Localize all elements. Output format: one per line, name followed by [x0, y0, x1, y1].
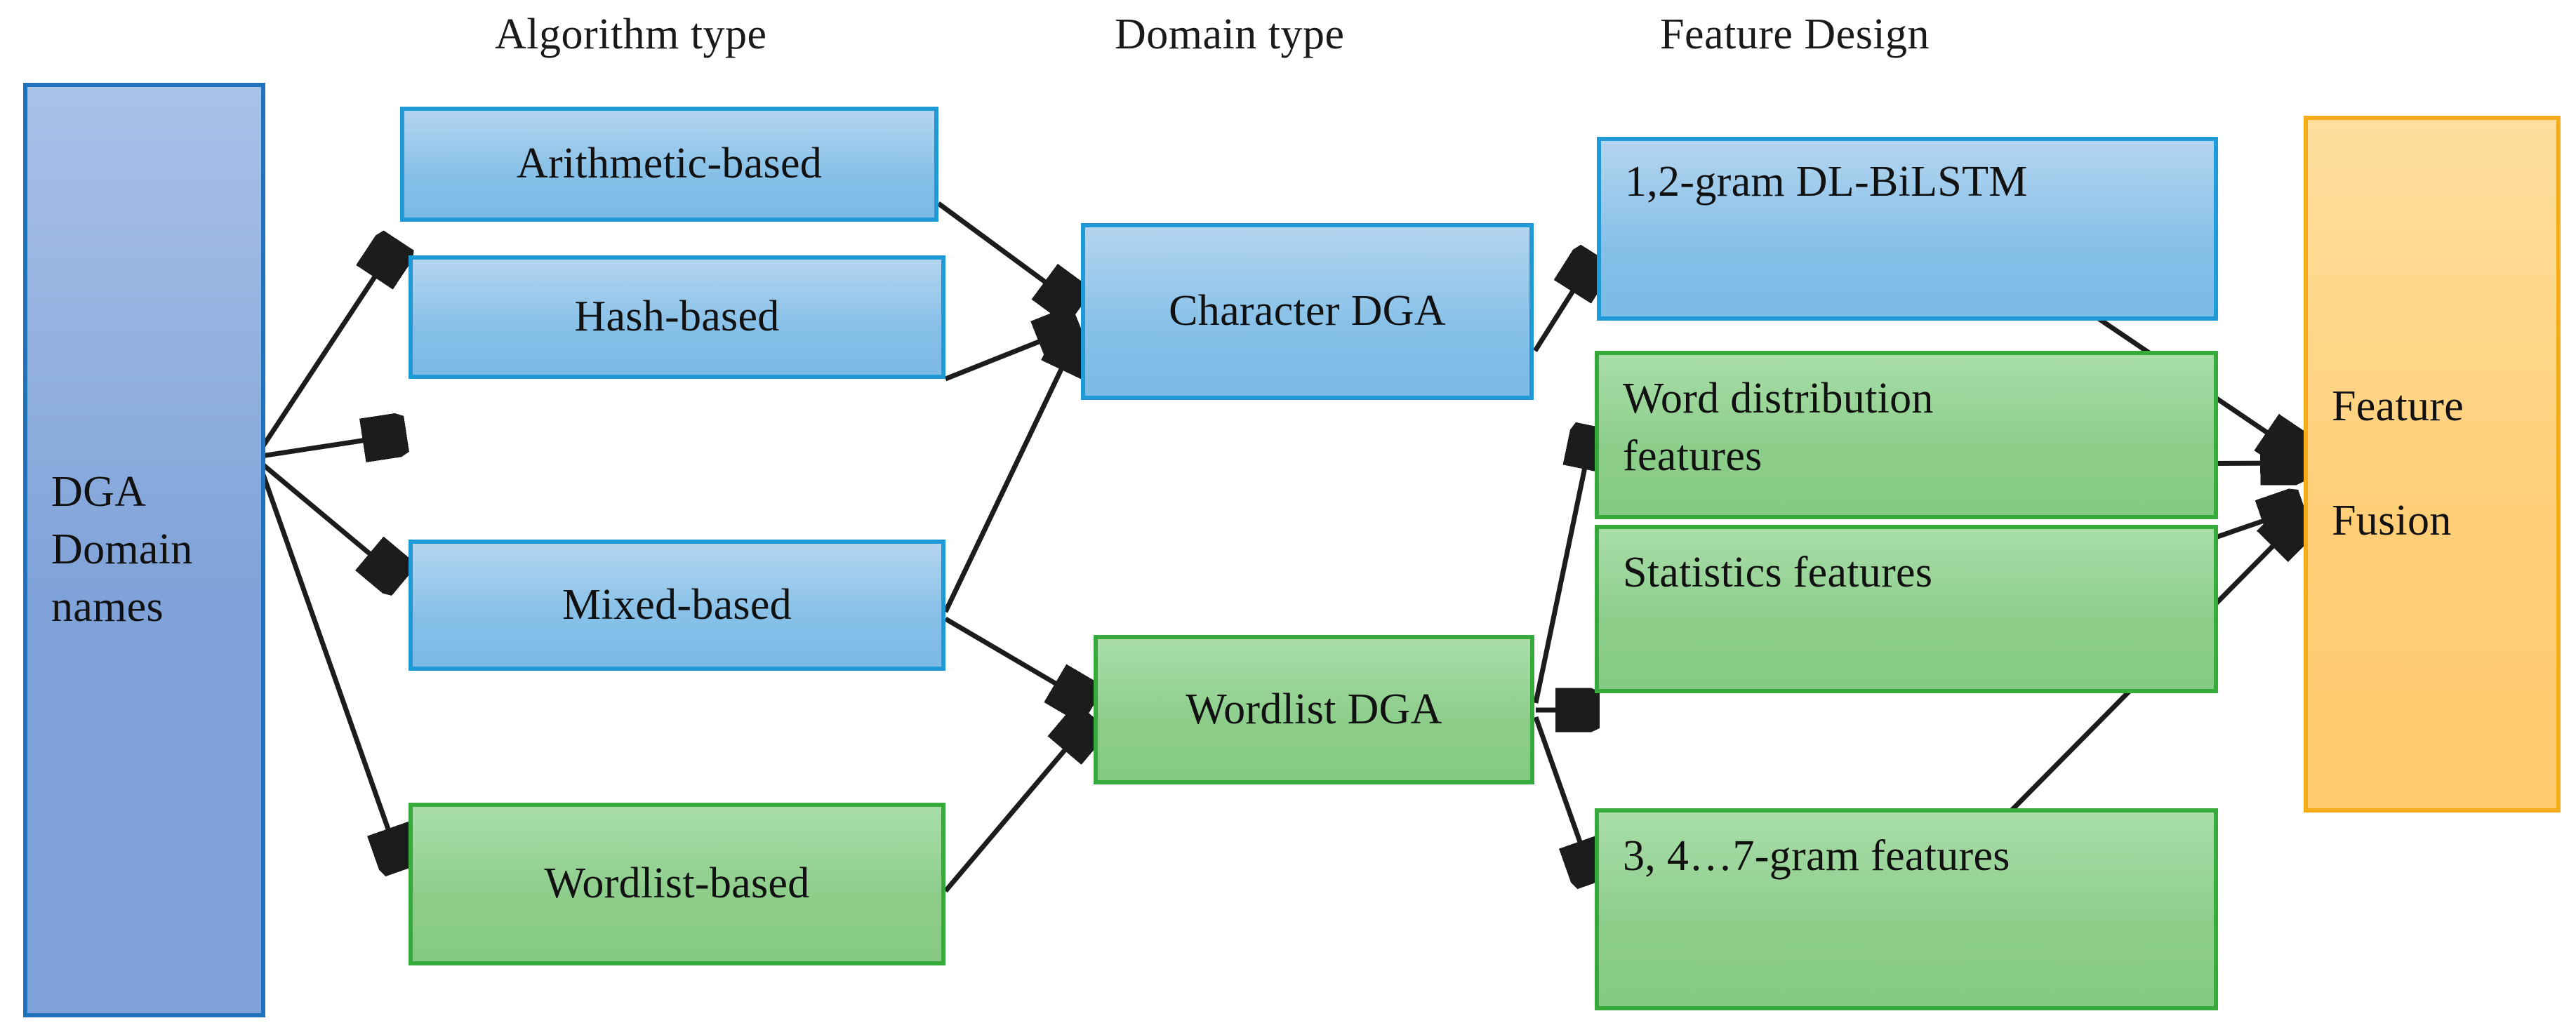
edge-dga-to-mixed — [259, 461, 397, 577]
node-statistics-features[interactable]: Statistics features — [1595, 525, 2218, 693]
edge-wordlist-dga-to-gram3to7 — [1533, 716, 1592, 876]
node-character-dga[interactable]: Character DGA — [1081, 223, 1534, 400]
statistics-features-label: Statistics features — [1623, 549, 1933, 596]
mixed-based-label: Mixed-based — [562, 580, 792, 629]
column-header-domain-type: Domain type — [1115, 11, 1345, 58]
arithmetic-based-label: Arithmetic-based — [516, 140, 823, 188]
column-header-algorithm-type: Algorithm type — [495, 11, 767, 58]
node-wordlist-based[interactable]: Wordlist-based — [409, 803, 945, 965]
gram3to7-features-label: 3, 4…7-gram features — [1623, 832, 2010, 880]
wordlist-based-label: Wordlist-based — [544, 860, 810, 908]
node-dga-domain-names[interactable]: DGA Domain names — [23, 83, 265, 1017]
dga-line-2: Domain — [51, 526, 193, 574]
edge-dga-to-wordlist — [258, 467, 400, 863]
node-hash-based[interactable]: Hash-based — [409, 255, 945, 379]
node-gram3to7-features[interactable]: 3, 4…7-gram features — [1595, 808, 2218, 1010]
edge-dga-to-arithmetic — [259, 247, 394, 450]
wordlist-dga-label: Wordlist DGA — [1186, 685, 1442, 733]
edge-wordlist-based-to-wordlist-dga — [943, 723, 1088, 893]
column-header-feature-design: Feature Design — [1660, 11, 1930, 58]
hash-based-label: Hash-based — [574, 293, 780, 341]
dga-line-3: names — [51, 582, 164, 631]
edge-mixed-to-character-dga — [943, 337, 1077, 613]
node-mixed-based[interactable]: Mixed-based — [409, 540, 945, 671]
character-dga-label: Character DGA — [1169, 287, 1446, 335]
edge-arithmetic-to-character-dga — [936, 201, 1074, 303]
edge-character-dga-to-gram12 — [1533, 261, 1592, 352]
gram12-dl-bilstm-label: 1,2-gram DL-BiLSTM — [1625, 158, 2028, 206]
dga-line-1: DGA — [51, 468, 147, 516]
edge-wordlist-dga-to-word-distribution — [1533, 434, 1592, 704]
dga-domain-names-label: DGA Domain names — [51, 464, 261, 636]
node-wordlist-dga[interactable]: Wordlist DGA — [1094, 635, 1534, 784]
node-word-distribution-features[interactable]: Word distribution features — [1595, 351, 2218, 519]
edge-mixed-to-wordlist-dga — [944, 616, 1087, 702]
feature-fusion-line-1: Feature — [2332, 382, 2464, 430]
word-distribution-features-label: Word distribution features — [1623, 375, 1934, 480]
feature-fusion-line-2: Fusion — [2332, 497, 2452, 545]
node-arithmetic-based[interactable]: Arithmetic-based — [400, 107, 938, 222]
node-gram12-dl-bilstm[interactable]: 1,2-gram DL-BiLSTM — [1597, 137, 2218, 321]
edge-dga-to-hash — [260, 435, 399, 456]
edge-hash-to-character-dga — [944, 328, 1073, 382]
